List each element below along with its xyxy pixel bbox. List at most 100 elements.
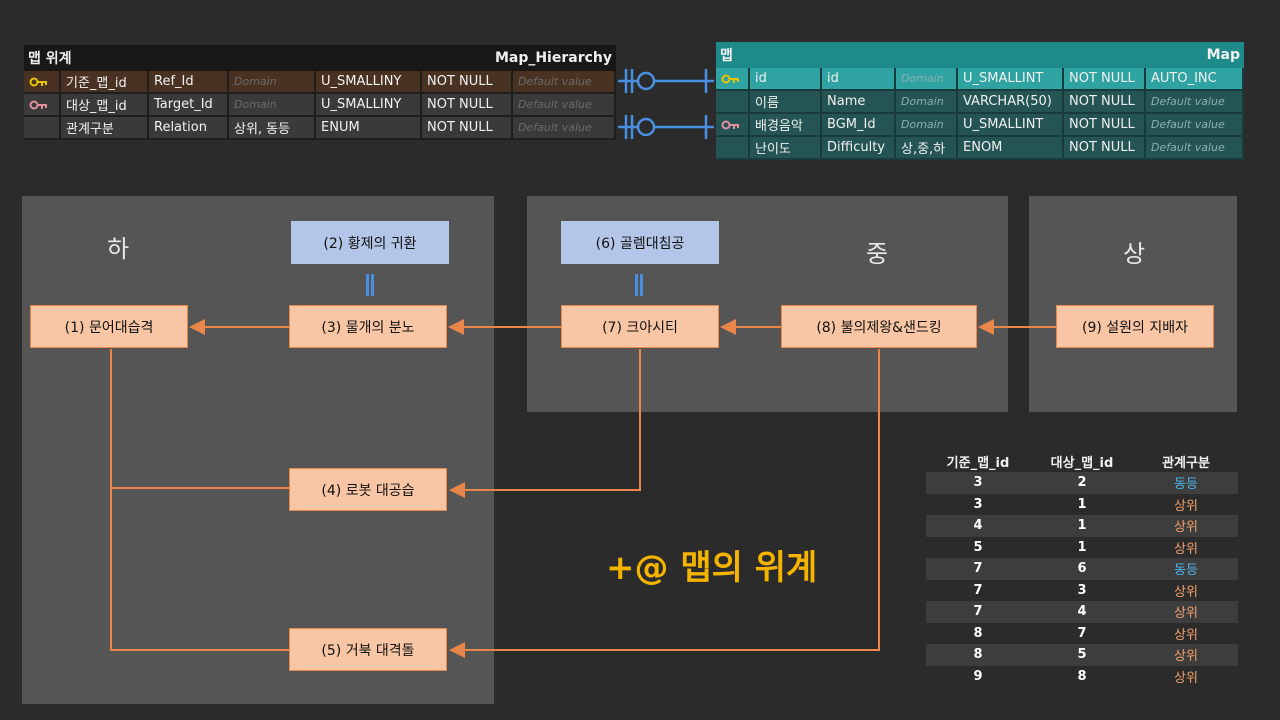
ref-id-cell: 8 — [973, 625, 983, 641]
peer-marker-6-7 — [635, 274, 643, 296]
cell-code: Relation — [149, 117, 229, 140]
relation-cell: 상위 — [1174, 627, 1198, 643]
node-9: (9) 설원의 지배자 — [1056, 305, 1214, 348]
cell-type: U_SMALLINY — [316, 94, 422, 117]
cell-default: Default value — [1146, 91, 1244, 114]
target-id-cell: 1 — [1077, 518, 1087, 534]
cell-null: NOT NULL — [1064, 91, 1146, 114]
cell-type: U_SMALLINY — [316, 71, 422, 94]
cell-domain: Domain — [229, 71, 316, 94]
cell-default: Default value — [1146, 137, 1244, 160]
cell-code: Name — [822, 91, 896, 114]
node-1: (1) 문어대습격 — [30, 305, 188, 348]
ref-id-cell: 8 — [973, 647, 983, 663]
arrow-8-to-5 — [449, 349, 880, 658]
table-title-en: Map — [1206, 47, 1240, 63]
primary-key-icon — [29, 77, 47, 86]
table-header: 맵 위계 Map_Hierarchy — [24, 45, 616, 71]
cell-code: Difficulty — [822, 137, 896, 160]
column-header: 관계구분 — [1162, 455, 1210, 471]
cell-null: NOT NULL — [422, 117, 513, 140]
cell-default: Default value — [513, 71, 616, 94]
cell-type: ENUM — [316, 117, 422, 140]
node-8: (8) 불의제왕&샌드킹 — [781, 305, 977, 348]
table-row: 4 1 상위 — [926, 515, 1238, 537]
ref-id-cell: 3 — [973, 496, 983, 512]
key-cell — [716, 91, 750, 114]
relation-cell: 동등 — [1174, 563, 1198, 579]
ref-id-cell: 3 — [973, 475, 983, 491]
er-connector-2 — [618, 115, 714, 139]
cell-null: NOT NULL — [422, 71, 513, 94]
target-id-cell: 1 — [1077, 496, 1087, 512]
line-1-to-4-5 — [110, 349, 289, 651]
cell-default: AUTO_INC — [1146, 68, 1244, 91]
cell-code: BGM_Id — [822, 114, 896, 137]
cell-null: NOT NULL — [1064, 114, 1146, 137]
cell-name: id — [750, 68, 822, 91]
target-id-cell: 8 — [1077, 668, 1087, 684]
table-row: 7 6 동등 — [926, 558, 1238, 580]
ref-id-cell: 4 — [973, 518, 983, 534]
cell-domain: 상위, 동등 — [229, 117, 316, 140]
zone-low-label: 하 — [107, 235, 130, 263]
node-5: (5) 거북 대격돌 — [289, 628, 447, 671]
cell-null: NOT NULL — [1064, 137, 1146, 160]
target-id-cell: 3 — [1077, 582, 1087, 598]
relation-cell: 상위 — [1174, 498, 1198, 514]
ref-id-cell: 7 — [973, 604, 983, 620]
node-7: (7) 크아시티 — [561, 305, 719, 348]
table-title-ko: 맵 위계 — [28, 51, 72, 67]
table-row: 8 5 상위 — [926, 644, 1238, 666]
headline: +@ 맵의 위계 — [606, 548, 818, 588]
cell-name: 배경음악 — [750, 114, 822, 137]
table-header: 맵 Map — [716, 42, 1244, 68]
cell-code: Ref_Id — [149, 71, 229, 94]
target-id-cell: 5 — [1077, 647, 1087, 663]
ref-id-cell: 7 — [973, 561, 983, 577]
cell-name: 이름 — [750, 91, 822, 114]
relation-cell: 동등 — [1174, 477, 1198, 493]
target-id-cell: 1 — [1077, 539, 1087, 555]
table-title-ko: 맵 — [720, 48, 733, 64]
cell-type: VARCHAR(50) — [958, 91, 1064, 114]
key-cell — [24, 94, 61, 117]
key-cell — [716, 68, 750, 91]
table-row: 3 1 상위 — [926, 494, 1238, 516]
cell-type: ENOM — [958, 137, 1064, 160]
zone-low — [22, 196, 494, 704]
target-id-cell: 6 — [1077, 561, 1087, 577]
cell-type: U_SMALLINT — [958, 68, 1064, 91]
relation-cell: 상위 — [1174, 649, 1198, 665]
cell-code: id — [822, 68, 896, 91]
cell-default: Default value — [513, 117, 616, 140]
cell-name: 기준_맵_id — [61, 71, 149, 94]
key-cell — [24, 117, 61, 140]
cell-domain: Domain — [896, 114, 958, 137]
foreign-key-icon — [29, 100, 47, 109]
ref-id-cell: 9 — [973, 668, 983, 684]
node-2: (2) 황제의 귀환 — [291, 221, 449, 264]
arrow-7-to-4 — [449, 349, 641, 498]
cell-name: 대상_맵_id — [61, 94, 149, 117]
cell-domain: Domain — [229, 94, 316, 117]
ref-id-cell: 5 — [973, 539, 983, 555]
column-header: 대상_맵_id — [1050, 455, 1114, 471]
relation-cell: 상위 — [1174, 520, 1198, 536]
cell-domain: 상,중,하 — [896, 137, 958, 160]
zone-high-label: 상 — [1123, 240, 1146, 268]
column-header: 기준_맵_id — [946, 455, 1010, 471]
